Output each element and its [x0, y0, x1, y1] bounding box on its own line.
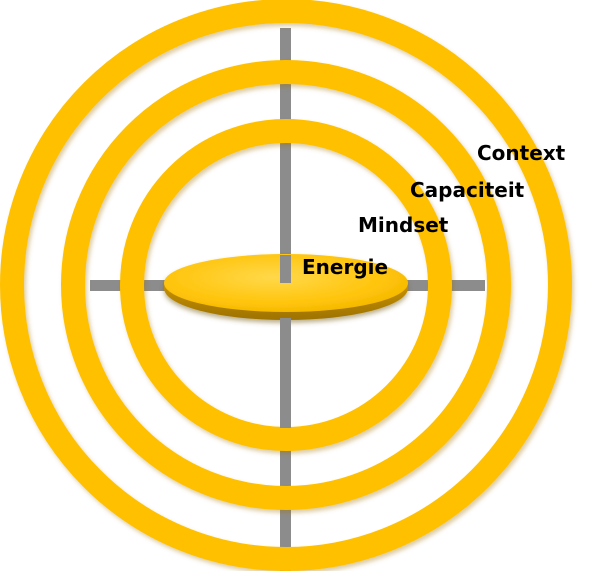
label-context: Context [477, 141, 566, 165]
ring-mindset [120, 119, 452, 451]
ring-capaciteit [61, 60, 511, 510]
label-mindset: Mindset [358, 213, 449, 237]
label-energie: Energie [302, 255, 388, 279]
label-capaciteit: Capaciteit [410, 178, 525, 202]
ring-context [0, 0, 572, 571]
rings [0, 0, 572, 571]
axis-lower-stub [280, 318, 291, 428]
axis-center-post [280, 255, 291, 283]
